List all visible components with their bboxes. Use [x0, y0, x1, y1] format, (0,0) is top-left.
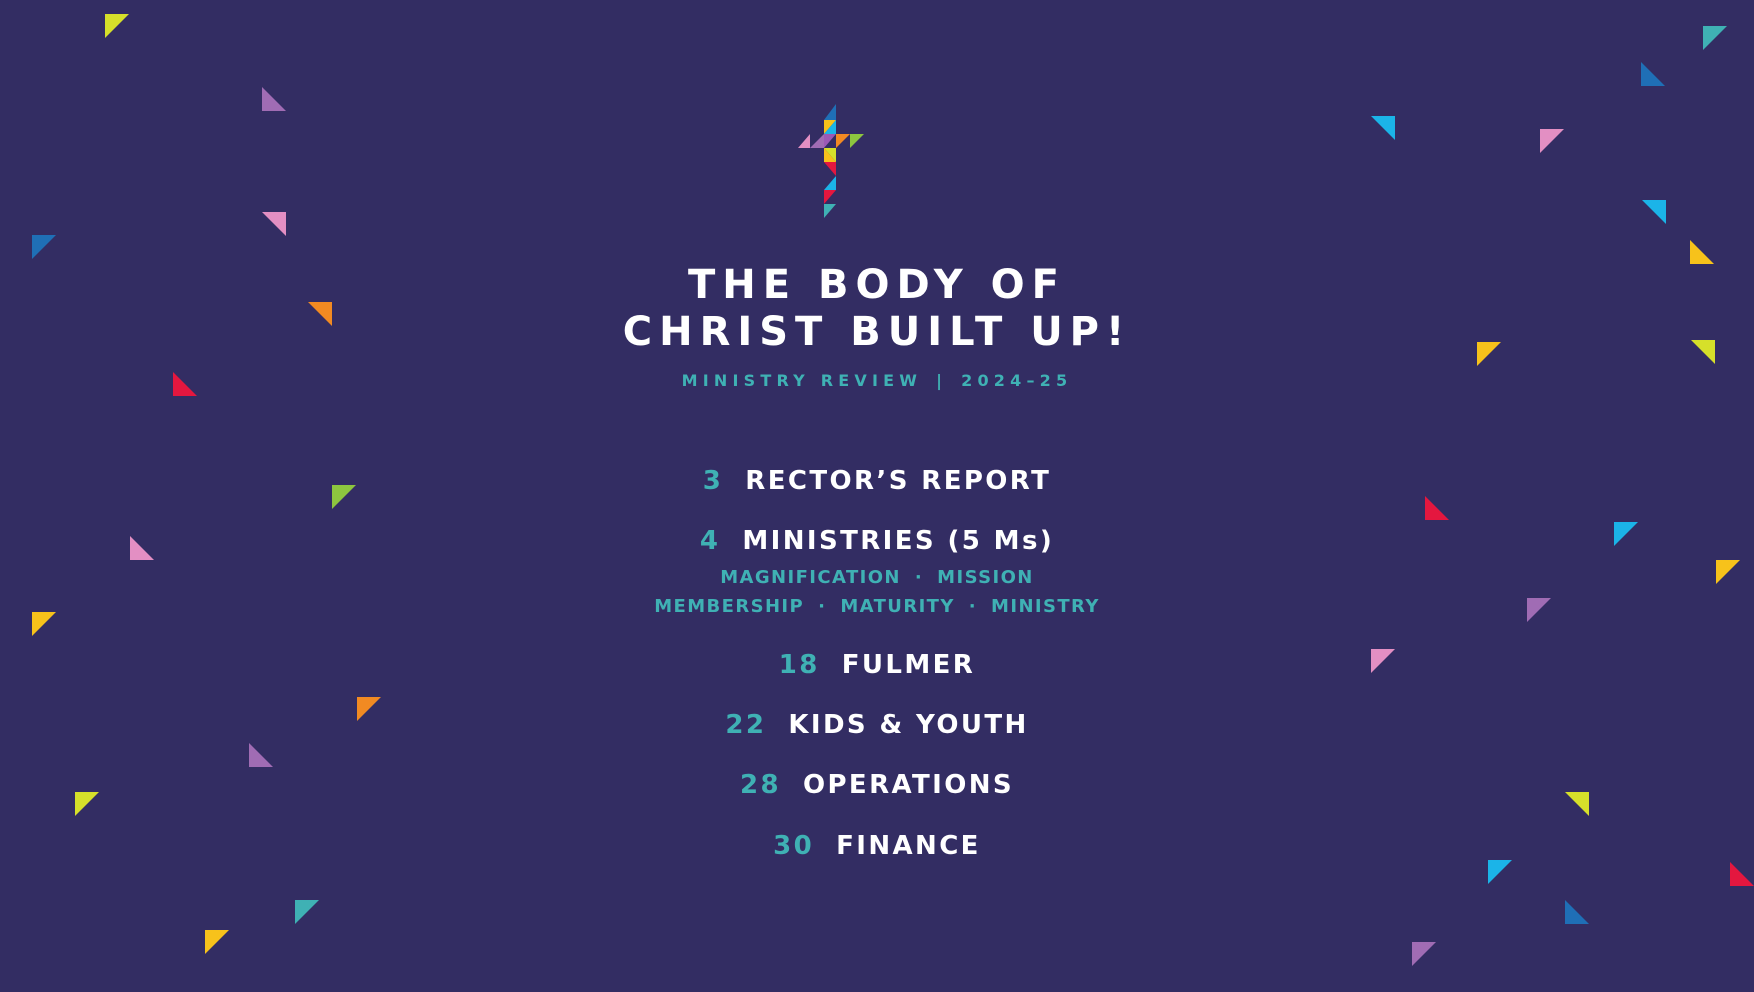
- ministries-sublist-row-2: MEMBERSHIP · MATURITY · MINISTRY: [0, 594, 1754, 620]
- ministries-sublist-row-1: MAGNIFICATION · MISSION: [0, 565, 1754, 591]
- ministry-magnification[interactable]: MAGNIFICATION: [720, 567, 901, 588]
- confetti-triangle: [130, 536, 154, 560]
- document-subtitle: MINISTRY REVIEW | 2024–25: [0, 371, 1754, 391]
- separator-dot: ·: [914, 567, 924, 588]
- confetti-triangle: [308, 302, 332, 326]
- toc-entry-fulmer[interactable]: 18 FULMER: [0, 649, 1754, 681]
- toc-label: FULMER: [841, 650, 976, 680]
- confetti-triangle: [173, 372, 197, 396]
- subtitle-review-label: MINISTRY REVIEW: [681, 371, 923, 390]
- confetti-triangle: [1477, 342, 1501, 366]
- document-title-line-2: CHRIST BUILT UP!: [622, 309, 1132, 355]
- ministry-ministry[interactable]: MINISTRY: [991, 596, 1100, 617]
- ministry-mission[interactable]: MISSION: [937, 567, 1034, 588]
- ministry-maturity[interactable]: MATURITY: [840, 596, 955, 617]
- confetti-triangle: [1703, 26, 1727, 50]
- confetti-triangle: [262, 87, 286, 111]
- confetti-triangle: [1690, 240, 1714, 264]
- toc-page-number: 22: [725, 710, 767, 740]
- confetti-triangle: [1488, 860, 1512, 884]
- toc-page-number: 28: [739, 770, 781, 800]
- confetti-triangle: [105, 14, 129, 38]
- confetti-triangle: [332, 485, 356, 509]
- confetti-triangle: [1614, 522, 1638, 546]
- confetti-triangle: [1716, 560, 1740, 584]
- separator-dot: ·: [968, 596, 978, 617]
- confetti-triangle: [32, 612, 56, 636]
- toc-entry-ministries[interactable]: 4 MINISTRIES (5 Ms): [0, 525, 1754, 557]
- confetti-triangle: [1412, 942, 1436, 966]
- toc-label: KIDS & YOUTH: [788, 710, 1029, 740]
- confetti-triangle: [205, 930, 229, 954]
- confetti-triangle: [1371, 649, 1395, 673]
- confetti-triangle: [249, 743, 273, 767]
- confetti-triangle: [295, 900, 319, 924]
- toc-entry-rectors-report[interactable]: 3 RECTOR’S REPORT: [0, 465, 1754, 497]
- toc-label: MINISTRIES (5 Ms): [742, 526, 1055, 556]
- toc-page-number: 3: [702, 466, 724, 496]
- confetti-triangle: [1527, 598, 1551, 622]
- separator-dot: ·: [818, 596, 827, 617]
- confetti-triangle: [1642, 200, 1666, 224]
- toc-label: RECTOR’S REPORT: [745, 466, 1052, 496]
- confetti-triangle: [1641, 62, 1665, 86]
- confetti-triangle: [1730, 862, 1754, 886]
- mosaic-cross-icon: [798, 104, 864, 218]
- toc-label: FINANCE: [836, 831, 981, 861]
- confetti-triangle: [1565, 900, 1589, 924]
- confetti-triangle: [1540, 129, 1564, 153]
- confetti-triangle: [1371, 116, 1395, 140]
- confetti-triangle: [1425, 496, 1449, 520]
- toc-page-number: 4: [699, 526, 721, 556]
- confetti-triangle: [357, 697, 381, 721]
- confetti-triangle: [262, 212, 286, 236]
- confetti-triangle: [1691, 340, 1715, 364]
- subtitle-year: 2024–25: [961, 371, 1073, 390]
- confetti-triangle: [1565, 792, 1589, 816]
- toc-page-number: 18: [778, 650, 820, 680]
- ministry-membership[interactable]: MEMBERSHIP: [654, 596, 805, 617]
- subtitle-separator: |: [936, 371, 948, 390]
- toc-entry-kids-youth[interactable]: 22 KIDS & YOUTH: [0, 709, 1754, 741]
- toc-entry-operations[interactable]: 28 OPERATIONS: [0, 769, 1754, 801]
- toc-entry-finance[interactable]: 30 FINANCE: [0, 830, 1754, 862]
- toc-label: OPERATIONS: [802, 770, 1015, 800]
- document-title-line-1: THE BODY OF: [687, 262, 1066, 308]
- confetti-triangle: [32, 235, 56, 259]
- toc-page-number: 30: [773, 831, 815, 861]
- confetti-triangle: [75, 792, 99, 816]
